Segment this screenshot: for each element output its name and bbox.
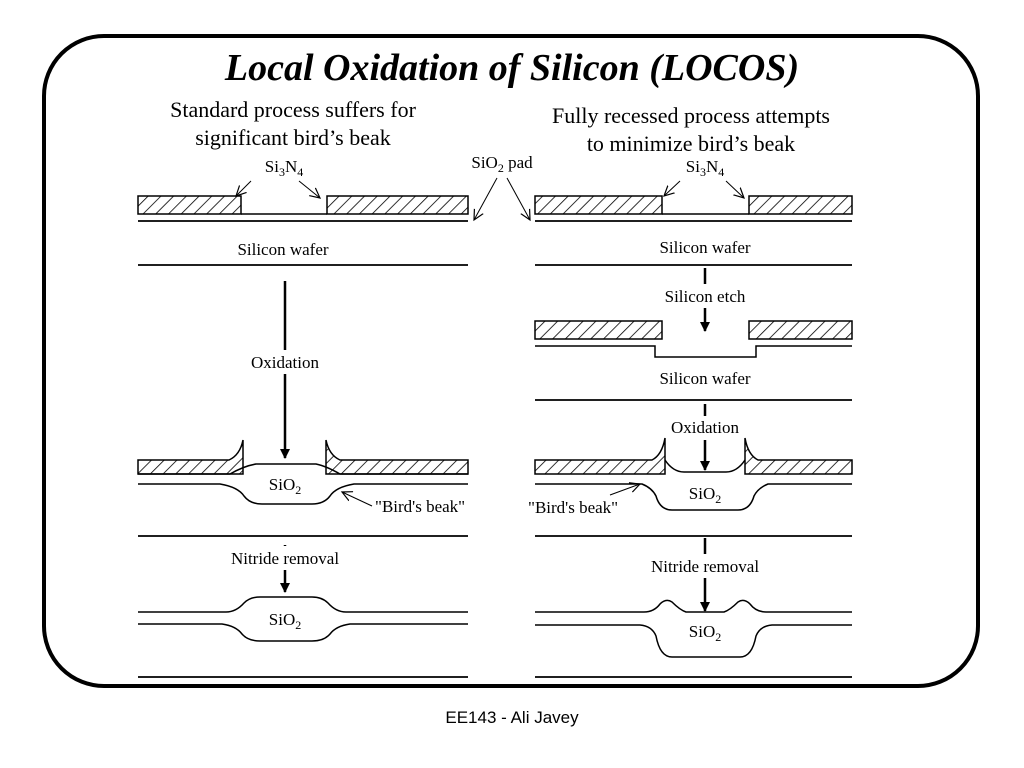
final-oxide-top (535, 599, 852, 613)
nitride-removal-label-left: Nitride removal (231, 549, 339, 568)
pointer-arrow (664, 180, 681, 196)
pad-pointer-right (506, 177, 530, 220)
left-caption-line2: significant bird’s beak (195, 125, 391, 150)
right-step3 (534, 437, 853, 537)
birds-beak-pointer (342, 492, 373, 507)
birds-beak-pointer (609, 484, 640, 496)
right-step4 (535, 599, 852, 678)
left-caption-line1: Standard process suffers for (170, 97, 416, 122)
slide-title: Local Oxidation of Silicon (LOCOS) (224, 47, 800, 89)
left-step1 (137, 180, 469, 266)
right-caption-line2: to minimize bird’s beak (586, 131, 796, 156)
silicon-wafer-label-right-top: Silicon wafer (659, 238, 750, 257)
final-oxide-bottom (535, 624, 852, 658)
oxide-top (138, 463, 468, 475)
slide-frame (42, 34, 980, 688)
pad-pointer-left (474, 177, 498, 220)
nitride-block (137, 195, 242, 215)
right-caption-line1: Fully recessed process attempts (552, 103, 830, 128)
nitride-lifted (534, 437, 666, 475)
sio2-label-left-oxidized: SiO2 (269, 475, 301, 497)
si3n4-label-right: Si3N4 (686, 157, 724, 179)
nitride-removal-label-right: Nitride removal (651, 557, 759, 576)
right-caption: Fully recessed process attempts to minim… (516, 102, 866, 158)
right-step2 (534, 320, 853, 401)
etched-recess (535, 345, 852, 358)
nitride-block (534, 320, 663, 340)
label-background (225, 546, 345, 570)
label-background (244, 350, 328, 374)
oxide-bottom (535, 483, 852, 511)
si3n4-label-left: Si3N4 (265, 157, 303, 179)
oxidation-label-right: Oxidation (671, 418, 739, 437)
oxidation-label-left: Oxidation (251, 353, 319, 372)
label-background (663, 416, 747, 440)
label-background (655, 284, 755, 308)
nitride-block (748, 195, 853, 215)
pointer-arrow (725, 180, 744, 198)
sio2-pad-label: SiO2 pad (471, 153, 533, 175)
left-step2 (137, 439, 469, 537)
oxide-top (664, 459, 746, 473)
nitride-lifted (325, 439, 469, 475)
left-step3 (138, 596, 468, 678)
nitride-lifted (137, 439, 244, 475)
oxide-bottom (138, 483, 468, 505)
nitride-lifted (744, 437, 853, 475)
sio2-label-right-final: SiO2 (689, 622, 721, 644)
silicon-wafer-label-right-mid: Silicon wafer (659, 369, 750, 388)
final-oxide-top (138, 596, 468, 613)
nitride-block (326, 195, 469, 215)
birds-beak-label-right: "Bird's beak" (528, 498, 618, 517)
left-caption: Standard process suffers for significant… (136, 96, 450, 152)
birds-beak-label-left: "Bird's beak" (375, 497, 465, 516)
pointer-arrow (298, 180, 320, 198)
nitride-block (534, 195, 663, 215)
final-oxide-bottom (138, 623, 468, 642)
sio2-label-right-oxidized: SiO2 (689, 484, 721, 506)
silicon-wafer-label-left: Silicon wafer (237, 240, 328, 259)
slide-footer: EE143 - Ali Javey (445, 708, 579, 727)
label-background (645, 554, 765, 578)
nitride-block (748, 320, 853, 340)
silicon-etch-label: Silicon etch (665, 287, 746, 306)
sio2-label-left-final: SiO2 (269, 610, 301, 632)
right-step1 (534, 180, 853, 266)
pointer-arrow (236, 180, 252, 196)
